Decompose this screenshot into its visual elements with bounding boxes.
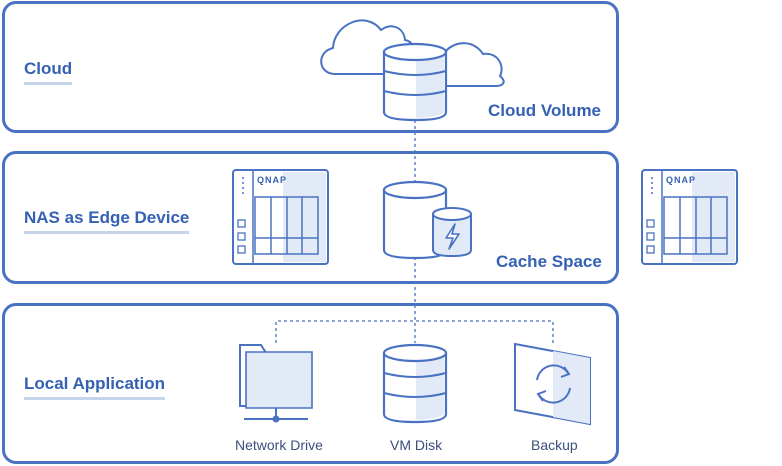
cloud-layer-panel: [2, 1, 619, 133]
nas-layer-label: NAS as Edge Device: [24, 208, 190, 234]
cache-space-icon: [382, 180, 472, 260]
cache-space-caption: Cache Space: [496, 252, 602, 271]
nas-layer-label-text: NAS as Edge Device: [24, 208, 190, 227]
backup-label: Backup: [531, 437, 578, 453]
connector-lines: [275, 120, 554, 343]
cloud-volume-database-icon: [382, 42, 448, 122]
vm-disk-database-icon: [382, 343, 448, 424]
network-drive-label: Network Drive: [235, 437, 323, 453]
nas-brand-logo: QNAP: [257, 175, 288, 185]
vm-disk-label: VM Disk: [390, 437, 443, 453]
cloud-layer-label: Cloud: [24, 59, 73, 85]
backup-sync-icon: [514, 342, 591, 426]
cloud-volume-caption: Cloud Volume: [488, 101, 602, 120]
standalone-nas-brand-logo: QNAP: [666, 175, 697, 185]
cloud-layer-label-text: Cloud: [24, 59, 73, 78]
local-layer-label-text: Local Application: [24, 374, 166, 393]
local-layer-label: Local Application: [24, 374, 166, 400]
folder-network-icon: [239, 344, 313, 423]
